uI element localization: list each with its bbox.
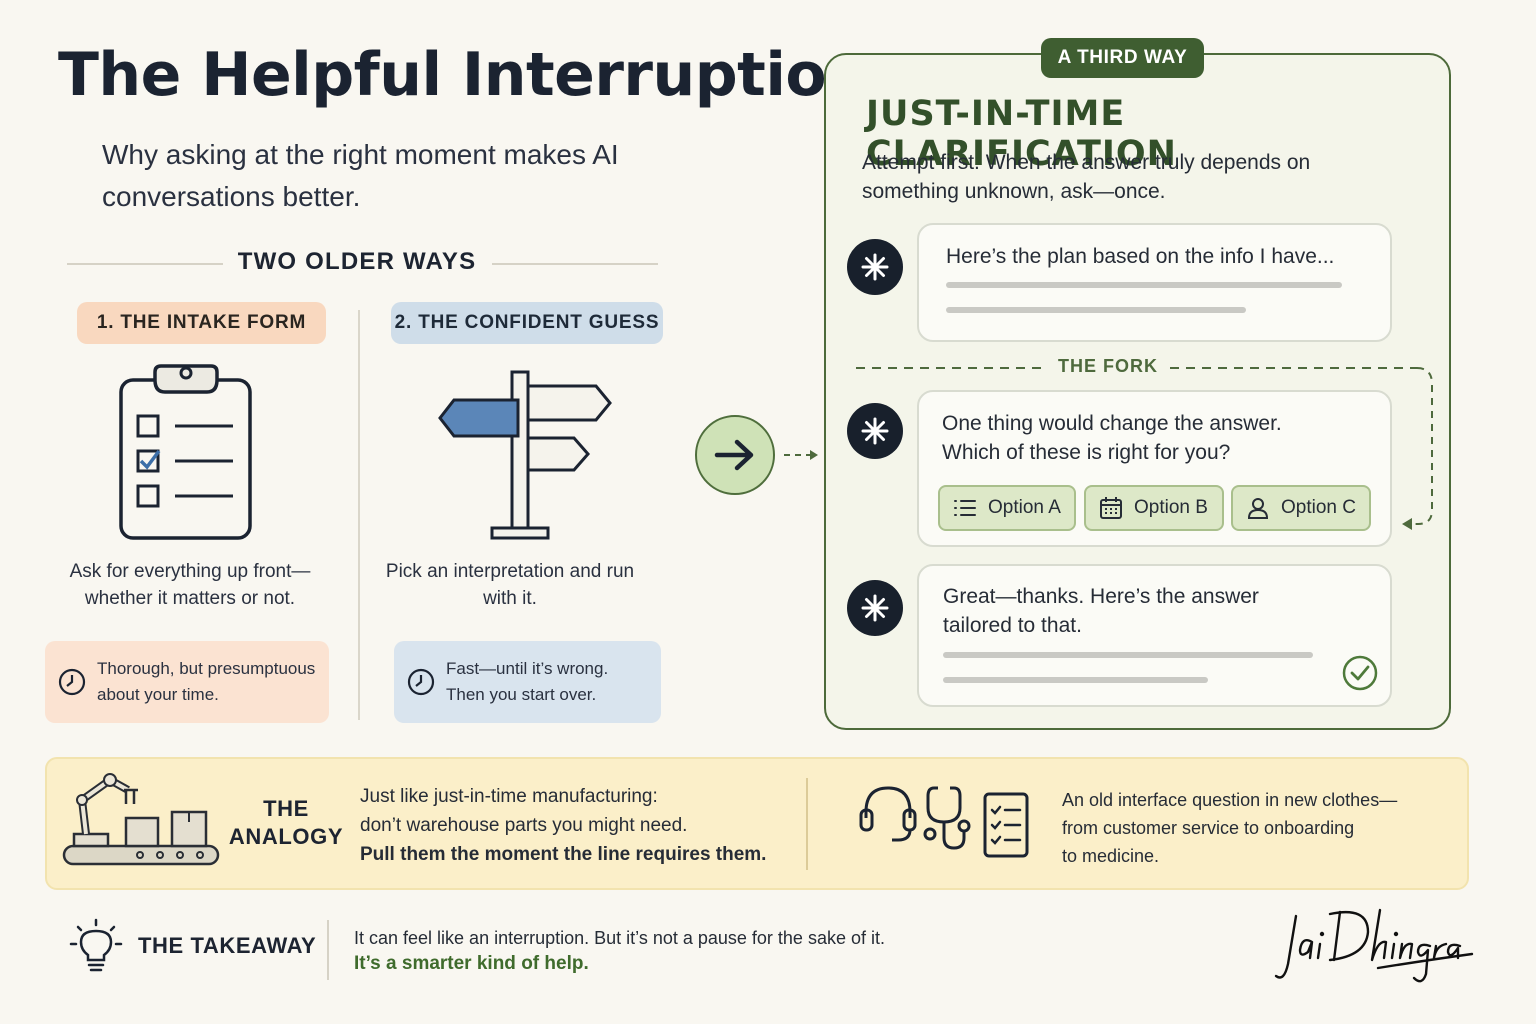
- assistant-icon: [847, 403, 903, 459]
- signature: [1274, 908, 1474, 983]
- analogy-text-line2: don’t warehouse parts you might need.: [360, 815, 688, 836]
- option-b-label: Option B: [1134, 497, 1208, 518]
- fork-label: THE FORK: [1052, 356, 1164, 377]
- confident-guess-label: 2. THE CONFIDENT GUESS: [391, 302, 663, 344]
- fork-dashed-path: [856, 367, 1433, 530]
- confident-guess-description: Pick an interpretation and run with it.: [385, 561, 635, 609]
- analogy-heading: THE ANALOGY: [228, 795, 344, 851]
- stethoscope-icon: [923, 786, 971, 850]
- intake-form-label: 1. THE INTAKE FORM: [77, 302, 326, 344]
- takeaway-line2: It’s a smarter kind of help.: [354, 953, 589, 974]
- clock-icon: [58, 668, 86, 696]
- intake-form-note: Thorough, but presumptuous about your ti…: [45, 641, 329, 723]
- message-question-line1: One thing would change the answer.: [942, 412, 1282, 435]
- arrow-right-icon: [695, 415, 775, 495]
- confident-guess-note: Fast—until it’s wrong. Then you start ov…: [394, 641, 661, 723]
- takeaway-heading: THE TAKEAWAY: [138, 933, 317, 958]
- headset-icon: [859, 786, 917, 842]
- assistant-icon: [847, 580, 903, 636]
- option-b-button[interactable]: Option B: [1084, 485, 1224, 531]
- robot-arm-icon: [62, 773, 220, 866]
- intake-form-note-line2: about your time.: [97, 685, 219, 704]
- analogy-text-bold: Pull them the moment the line requires t…: [360, 844, 767, 865]
- confident-guess-note-line1: Fast—until it’s wrong.: [446, 659, 609, 678]
- option-c-button[interactable]: Option C: [1231, 485, 1371, 531]
- heading-rule-left: [67, 263, 223, 265]
- analogy-heading-line2: ANALOGY: [228, 824, 344, 849]
- analogy-strip: [45, 757, 1469, 890]
- third-way-badge: A THIRD WAY: [1041, 38, 1204, 78]
- placeholder-bar: [946, 282, 1342, 288]
- older-ways-heading: TWO OLDER WAYS: [237, 248, 477, 275]
- third-way-lead: Attempt first. When the answer truly dep…: [862, 151, 1311, 203]
- lightbulb-icon: [69, 918, 123, 972]
- message-plan: Here’s the plan based on the info I have…: [917, 223, 1392, 342]
- third-way-title: JUST-IN-TIME CLARIFICATION: [866, 94, 1177, 174]
- placeholder-bar: [943, 652, 1313, 658]
- clothes-text: An old interface question in new clothes…: [1062, 786, 1422, 870]
- clock-icon: [407, 668, 435, 696]
- calendar-icon: [1100, 497, 1122, 519]
- clothes-text-line3: to medicine.: [1062, 846, 1160, 866]
- checklist-icon: [983, 792, 1029, 858]
- option-a-button[interactable]: Option A: [938, 485, 1076, 531]
- clipboard-icon: [119, 364, 252, 540]
- message-answer: Great—thanks. Here’s the answer tailored…: [917, 564, 1392, 707]
- takeaway-text: It can feel like an interruption. But it…: [354, 925, 974, 977]
- user-icon: [1247, 498, 1269, 519]
- page-subtitle: Why asking at the right moment makes AI …: [102, 139, 619, 212]
- column-divider: [358, 310, 360, 720]
- message-answer-line2: tailored to that.: [943, 614, 1082, 637]
- clothes-text-line1: An old interface question in new clothes…: [1062, 790, 1398, 810]
- clothes-text-line2: from customer service to onboarding: [1062, 818, 1355, 838]
- intake-form-note-line1: Thorough, but presumptuous: [97, 659, 316, 678]
- message-question-line2: Which of these is right for you?: [942, 441, 1231, 464]
- message-plan-text: Here’s the plan based on the info I have…: [946, 245, 1335, 268]
- assistant-icon: [847, 239, 903, 295]
- check-circle-icon: [1342, 655, 1378, 691]
- option-c-label: Option C: [1281, 497, 1356, 518]
- analogy-heading-line1: THE: [263, 796, 309, 821]
- dashed-connector: [784, 450, 818, 460]
- placeholder-bar: [943, 677, 1208, 683]
- option-a-label: Option A: [988, 497, 1061, 518]
- message-answer-line1: Great—thanks. Here’s the answer: [943, 585, 1259, 608]
- signpost-icon: [438, 370, 612, 540]
- page-title: The Helpful Interruption: [58, 40, 869, 110]
- heading-rule-right: [492, 263, 658, 265]
- analogy-text-line1: Just like just-in-time manufacturing:: [360, 786, 658, 807]
- intake-form-description: Ask for everything up front—whether it m…: [69, 561, 311, 609]
- placeholder-bar: [946, 307, 1246, 313]
- list-icon: [954, 500, 976, 516]
- confident-guess-note-line2: Then you start over.: [446, 685, 597, 704]
- analogy-divider: [806, 778, 808, 870]
- takeaway-line1: It can feel like an interruption. But it…: [354, 928, 885, 948]
- takeaway-divider: [327, 920, 329, 980]
- analogy-text: Just like just-in-time manufacturing: do…: [360, 782, 800, 869]
